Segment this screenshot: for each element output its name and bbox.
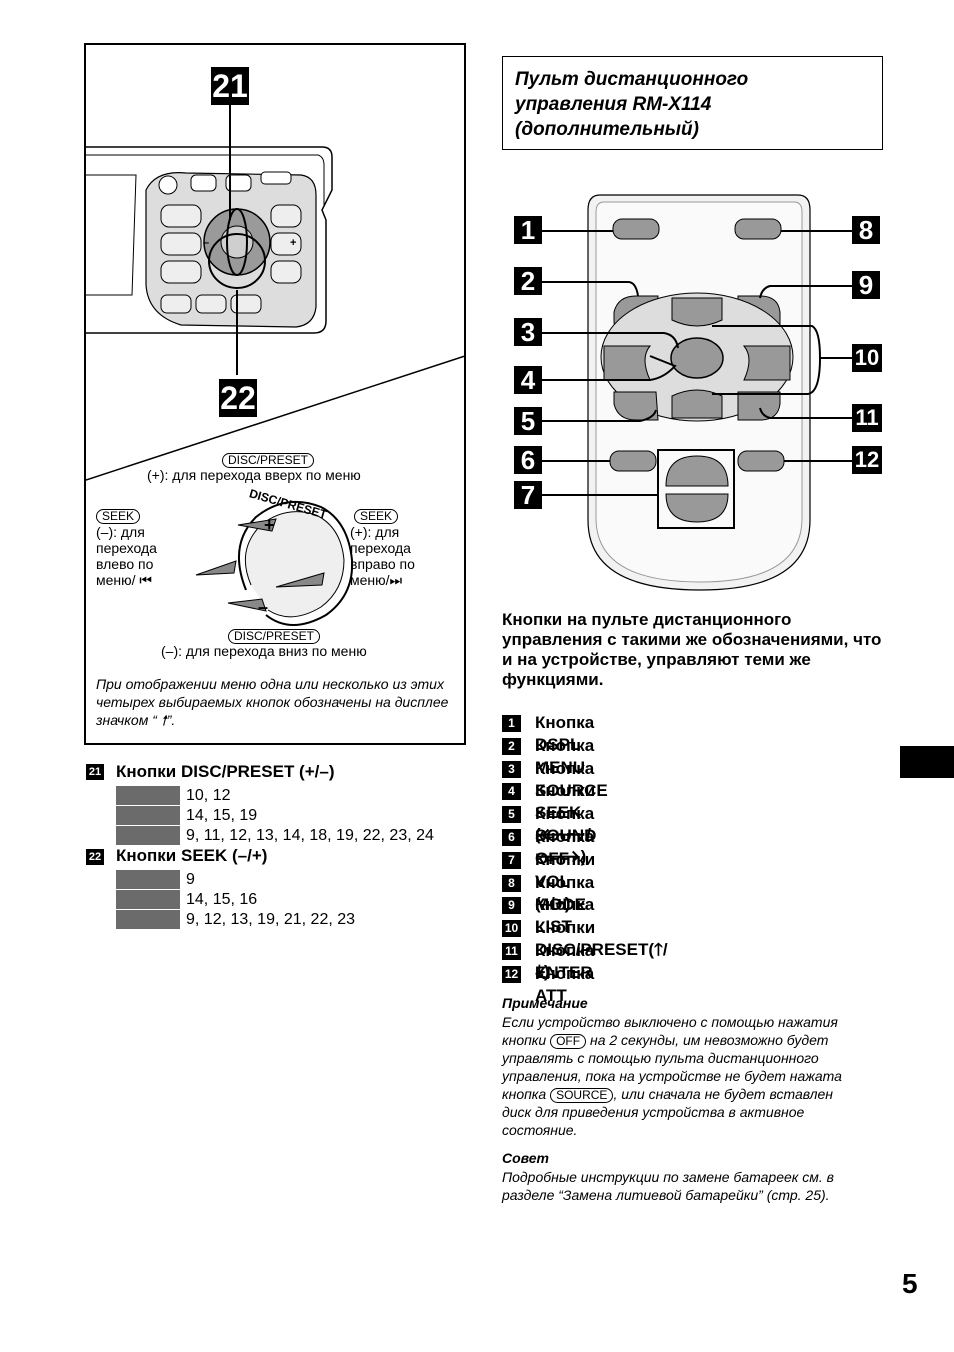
disc-preset-bottom-pill-wrap: DISC/PRESET [228,627,321,645]
entry-21-pages-3: 9, 11, 12, 13, 14, 18, 19, 22, 23, 24 [186,827,434,844]
entry-21-pages-1: 10, 12 [186,787,231,804]
entry-22-pages-3: 9, 12, 13, 19, 21, 22, 23 [186,911,356,928]
item-label: Кнопка SOURCE [535,758,608,800]
disc-preset-top-pill-wrap: DISC/PRESET [222,451,315,469]
page-ref-bar [116,826,180,845]
item-label: Кнопка DSPL [535,713,595,754]
remote-callout-5: 5 [514,407,542,435]
off-pill: OFF [550,1034,587,1049]
unit-illustration-panel: 21 22 – + DISC/PRESET (+): для перехода … [84,43,466,745]
item-number: 5 [502,806,521,824]
tip-title: Совет [502,1150,550,1166]
entry-22-badge: 22 [86,849,104,865]
item-number: 9 [502,897,521,915]
item-number: 12 [502,965,521,983]
remote-callout-3: 3 [514,318,542,346]
remote-callout-10: 10 [852,344,882,372]
side-tab-marker [900,746,954,778]
note-text: Если устройство выключено с помощью нажа… [502,1013,892,1139]
item-number: 1 [502,715,521,732]
note-line: кнопки OFF на 2 секунды, им невозможно б… [502,1032,829,1049]
item-number: 3 [502,760,521,778]
callout-21-badge: 21 [211,67,249,105]
entry-22-pages-1: 9 [186,871,195,888]
entry-21-label: Кнопки DISC/PRESET (+/–) [116,762,335,781]
plus-up-text: (+): для перехода вверх по меню [147,467,361,483]
intro-text: Кнопки на пульте дистанционного управлен… [502,610,882,689]
minus-left-text: (–): для перехода влево по меню/ ⏮ [96,524,157,588]
remote-callout-9: 9 [852,271,880,299]
remote-callout-7: 7 [514,481,542,509]
entry-22-pages-2: 14, 15, 16 [186,891,258,908]
page-number: 5 [902,1268,918,1299]
dial-minus-label: – [258,597,269,617]
page-ref-bar [116,890,180,909]
item-number: 2 [502,737,521,755]
remote-callout-8: 8 [852,216,880,244]
head-unit-drawing [86,97,464,626]
remote-callout-6: 6 [514,446,542,474]
disc-preset-pill: DISC/PRESET [222,453,315,468]
note-line: управления, пока на устройстве не будет … [502,1068,842,1084]
disc-preset-pill-bottom: DISC/PRESET [228,629,321,644]
item-number: 10 [502,920,521,938]
remote-callout-4: 4 [514,366,542,394]
entry-21-badge: 21 [86,764,104,780]
remote-callout-12: 12 [852,446,882,474]
seek-right-pill-wrap: SEEK [354,507,399,525]
page-ref-bar [116,806,180,825]
dial-plus-label: + [264,515,275,535]
plus-right-text: (+): для перехода вправо по меню/⏭ [350,524,415,588]
remote-callout-2: 2 [514,267,542,295]
item-number: 8 [502,874,521,892]
item-number: 4 [502,783,521,801]
seek-pill-left: SEEK [96,509,141,524]
item-number: 7 [502,851,521,869]
item-number: 6 [502,828,521,846]
item-label: Кнопка MENU [535,735,595,777]
page-ref-bar [116,786,180,805]
page-ref-bar [116,910,180,929]
note-line: Если устройство выключено с помощью нажа… [502,1014,838,1030]
note-line: диск для приведения устройства в активно… [502,1104,805,1120]
note-line: кнопка SOURCE, или сначала не будет вста… [502,1086,833,1103]
source-pill: SOURCE [550,1088,614,1103]
remote-callout-11: 11 [852,404,882,432]
item-label: Кнопки DISC/PRESET(🡑/🡓) [535,918,668,982]
unit-plus-label: + [290,237,297,249]
remote-callout-1: 1 [514,216,542,244]
seek-pill-right: SEEK [354,509,399,524]
item-label: Кнопки VOL (–/+) [535,849,596,913]
item-label: Кнопка OFF [535,826,595,868]
note-title: Примечание [502,995,588,1011]
item-label: Кнопка ENTER [535,940,595,982]
entry-21-pages-2: 14, 15, 19 [186,807,258,824]
remote-title-box: Пульт дистанционного управления RM-X114 … [502,56,883,150]
page-ref-bar [116,870,180,889]
item-label: Кнопка LIST [535,895,595,937]
entry-22-label: Кнопки SEEK (–/+) [116,846,268,865]
item-label: Кнопки SEEK (🡐/🡒) [535,781,596,867]
minus-down-text: (–): для перехода вниз по меню [161,643,367,659]
item-label: Кнопка MODE [535,872,595,914]
seek-left-pill-wrap: SEEK [96,507,141,525]
item-number: 11 [502,942,521,960]
remote-title: Пульт дистанционного управления RM-X114 … [515,69,749,140]
note-line: состояние. [502,1122,578,1138]
callout-22-badge: 22 [219,379,257,417]
menu-note: При отображении меню одна или несколько … [96,676,449,728]
tip-text: Подробные инструкции по замене батареек … [502,1169,834,1203]
unit-minus-label: – [203,237,210,249]
item-label: Кнопка SOUND [535,804,597,846]
item-label: Кнопка ATT [535,963,595,1005]
note-line: управлять с помощью пульта дистанционног… [502,1050,819,1066]
